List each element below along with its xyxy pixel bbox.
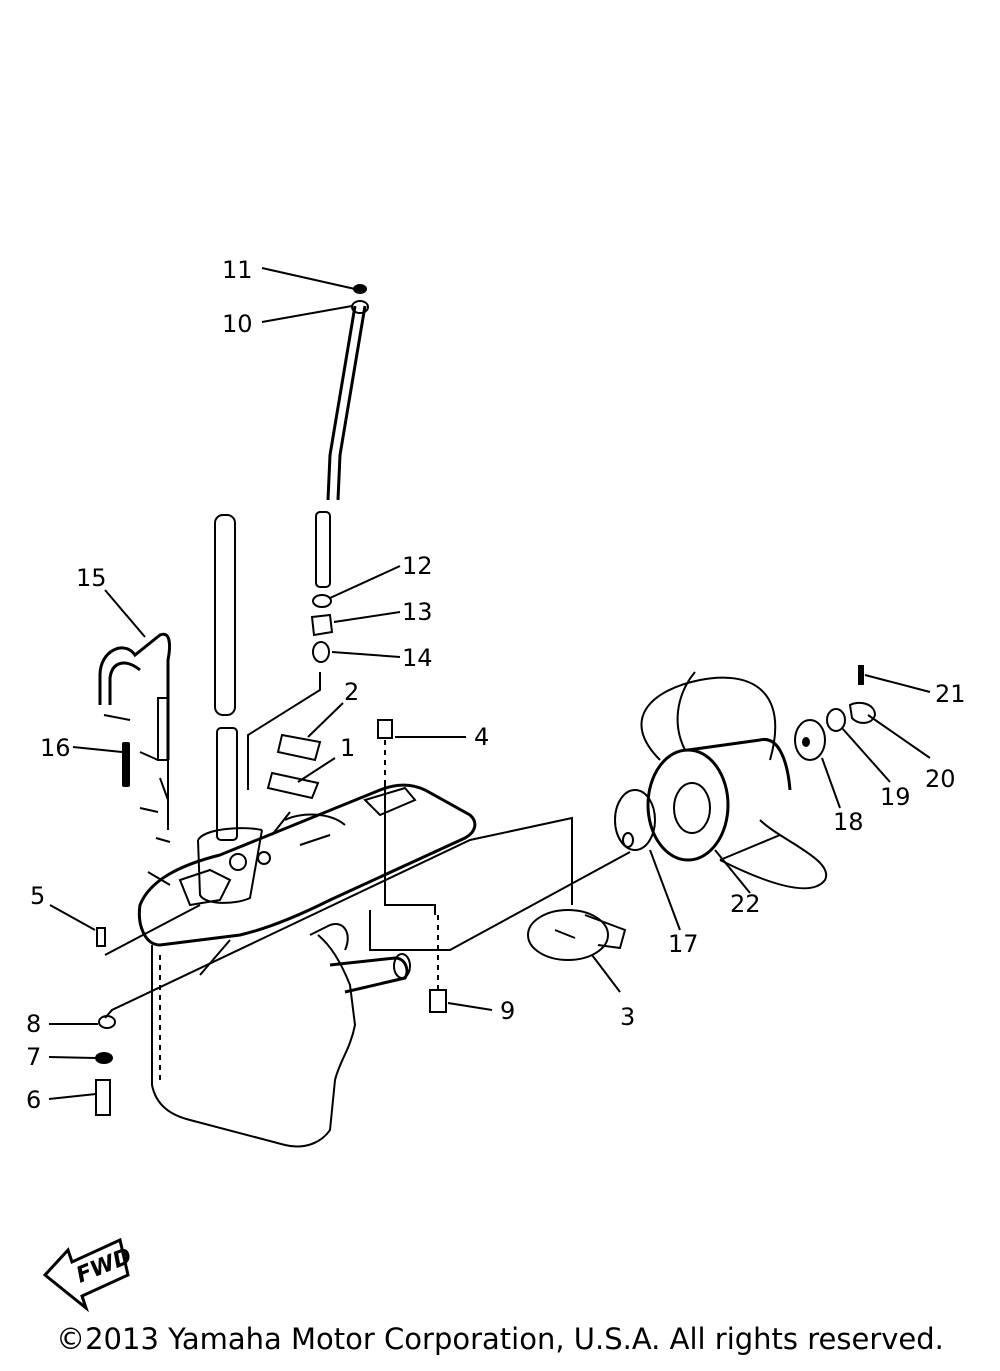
prop-hardware bbox=[794, 665, 877, 761]
callout-21: 21 bbox=[935, 680, 966, 708]
callout-2: 2 bbox=[344, 678, 359, 706]
callout-5: 5 bbox=[30, 882, 45, 910]
callout-12: 12 bbox=[402, 552, 433, 580]
shift-rod bbox=[310, 284, 369, 663]
callout-8: 8 bbox=[26, 1010, 41, 1038]
water-pump-housing bbox=[197, 514, 271, 904]
hose-clips bbox=[103, 714, 171, 886]
copyright-notice: ©2013 Yamaha Motor Corporation, U.S.A. A… bbox=[56, 1322, 944, 1356]
callout-14: 14 bbox=[402, 644, 433, 672]
callout-13: 13 bbox=[402, 598, 433, 626]
callout-16: 16 bbox=[40, 734, 71, 762]
callout-6: 6 bbox=[26, 1086, 41, 1114]
bolts-6-7-8 bbox=[95, 1015, 116, 1116]
callout-19: 19 bbox=[880, 783, 911, 811]
callout-11: 11 bbox=[222, 256, 253, 284]
thrust-washer bbox=[614, 789, 656, 851]
bolt-4 bbox=[377, 719, 393, 780]
lower-casing bbox=[137, 783, 477, 1148]
callout-20: 20 bbox=[925, 765, 956, 793]
callout-15: 15 bbox=[76, 564, 107, 592]
brackets bbox=[266, 733, 322, 800]
assembly-lines bbox=[104, 672, 631, 1019]
callout-17: 17 bbox=[668, 930, 699, 958]
callout-10: 10 bbox=[222, 310, 253, 338]
callout-3: 3 bbox=[620, 1003, 635, 1031]
fwd-arrow-icon: FWD bbox=[42, 1237, 136, 1313]
propeller bbox=[640, 671, 828, 890]
callout-1: 1 bbox=[340, 734, 355, 762]
trim-tab bbox=[527, 909, 627, 961]
callout-4: 4 bbox=[474, 723, 489, 751]
callout-7: 7 bbox=[26, 1043, 41, 1071]
water-hose bbox=[98, 632, 172, 761]
callout-9: 9 bbox=[500, 997, 515, 1025]
callout-18: 18 bbox=[833, 808, 864, 836]
bolt-9 bbox=[429, 915, 447, 1013]
leader-lines bbox=[48, 267, 931, 1100]
pin-5 bbox=[96, 927, 106, 947]
callout-22: 22 bbox=[730, 890, 761, 918]
